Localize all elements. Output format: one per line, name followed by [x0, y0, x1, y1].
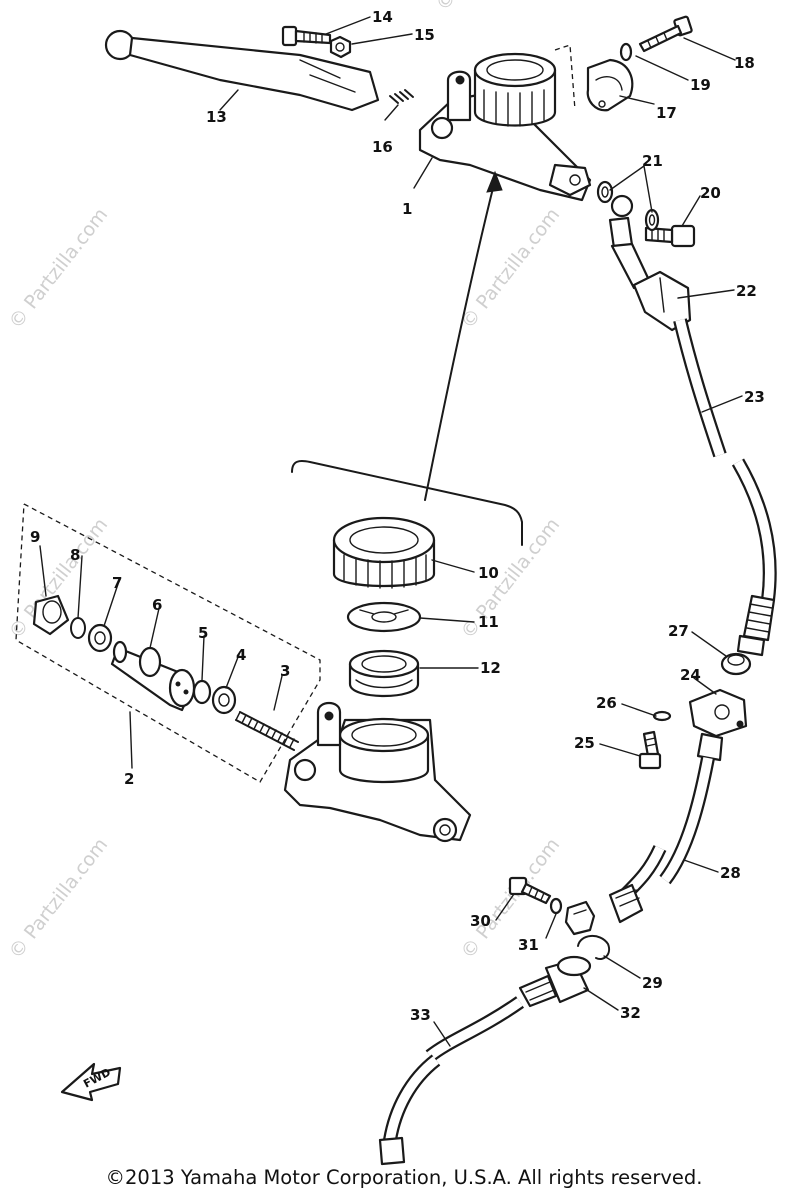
hose-clip [564, 900, 596, 936]
callout-8: 8 [70, 546, 80, 564]
clamp-washer [619, 42, 633, 62]
watermark: © Partzilla.com [432, 0, 540, 15]
callout-22: 22 [736, 282, 757, 300]
callout-33: 33 [410, 1006, 431, 1024]
leader-lines [39, 16, 743, 1047]
callout-6: 6 [152, 596, 162, 614]
brake-hose [608, 732, 724, 924]
clip-bolt [508, 876, 552, 905]
watermark: © Partzilla.com [5, 834, 113, 963]
reservoir-cap [332, 516, 436, 589]
upper-brake-hose [673, 318, 727, 458]
detail-bracket [291, 460, 523, 546]
callout-9: 9 [30, 528, 40, 546]
return-spring [235, 711, 299, 751]
clamp-bolt [638, 15, 693, 53]
master-cylinder-body [283, 701, 472, 843]
callout-30: 30 [470, 912, 491, 930]
callout-4: 4 [236, 646, 246, 664]
callout-23: 23 [744, 388, 765, 406]
detail-arrow [424, 170, 503, 501]
callout-1: 1 [402, 200, 412, 218]
dust-boot [32, 594, 70, 636]
callout-17: 17 [656, 104, 677, 122]
lever [104, 29, 380, 112]
watermark: © Partzilla.com [5, 204, 113, 333]
spring-clip [577, 935, 610, 960]
clip-washer [549, 897, 563, 915]
pivot-spring [389, 89, 414, 104]
joint-bolt [638, 730, 662, 770]
callout-7: 7 [112, 574, 122, 592]
callout-25: 25 [574, 734, 595, 752]
callout-19: 19 [690, 76, 711, 94]
callout-11: 11 [478, 613, 499, 631]
callout-12: 12 [480, 659, 501, 677]
callout-10: 10 [478, 564, 499, 582]
diaphragm-plate [346, 601, 422, 633]
callout-21: 21 [642, 152, 663, 170]
fwd-arrow: FWD [60, 1062, 122, 1102]
callout-2: 2 [124, 770, 134, 788]
callout-28: 28 [720, 864, 741, 882]
watermark: © Partzilla.com [457, 514, 565, 643]
callout-18: 18 [734, 54, 755, 72]
callout-31: 31 [518, 936, 539, 954]
callout-16: 16 [372, 138, 393, 156]
master-cylinder-upper [418, 44, 592, 202]
lever-nut [329, 35, 352, 59]
lever-bolt [281, 25, 332, 47]
grommet [720, 652, 752, 676]
brake-hose-lower [731, 458, 777, 657]
callout-15: 15 [414, 26, 435, 44]
piston-kit-outline [15, 503, 321, 783]
diaphragm [348, 649, 420, 698]
primary-cup [192, 679, 212, 705]
secondary-cup [87, 623, 113, 653]
callout-26: 26 [596, 694, 617, 712]
hose-fitting [518, 955, 592, 1008]
brake-pipe [378, 996, 525, 1166]
circlip [70, 617, 86, 639]
callout-29: 29 [642, 974, 663, 992]
callout-13: 13 [206, 108, 227, 126]
callout-20: 20 [700, 184, 721, 202]
callout-5: 5 [198, 624, 208, 642]
copyright-footer: ©2013 Yamaha Motor Corporation, U.S.A. A… [105, 1166, 703, 1189]
callout-3: 3 [280, 662, 290, 680]
callout-14: 14 [372, 8, 393, 26]
banjo-fitting [608, 194, 650, 290]
callouts: 1 2 3 4 5 6 7 8 9 10 11 12 13 14 15 16 1… [30, 8, 765, 1024]
callout-32: 32 [620, 1004, 641, 1022]
piston [110, 640, 196, 712]
hose-joint [688, 688, 748, 738]
callout-24: 24 [680, 666, 701, 684]
holder-clamp [586, 58, 634, 112]
spring-seat [211, 685, 237, 715]
hose-protector [632, 270, 692, 332]
callout-27: 27 [668, 622, 689, 640]
watermark: © Partzilla.com [457, 204, 565, 333]
